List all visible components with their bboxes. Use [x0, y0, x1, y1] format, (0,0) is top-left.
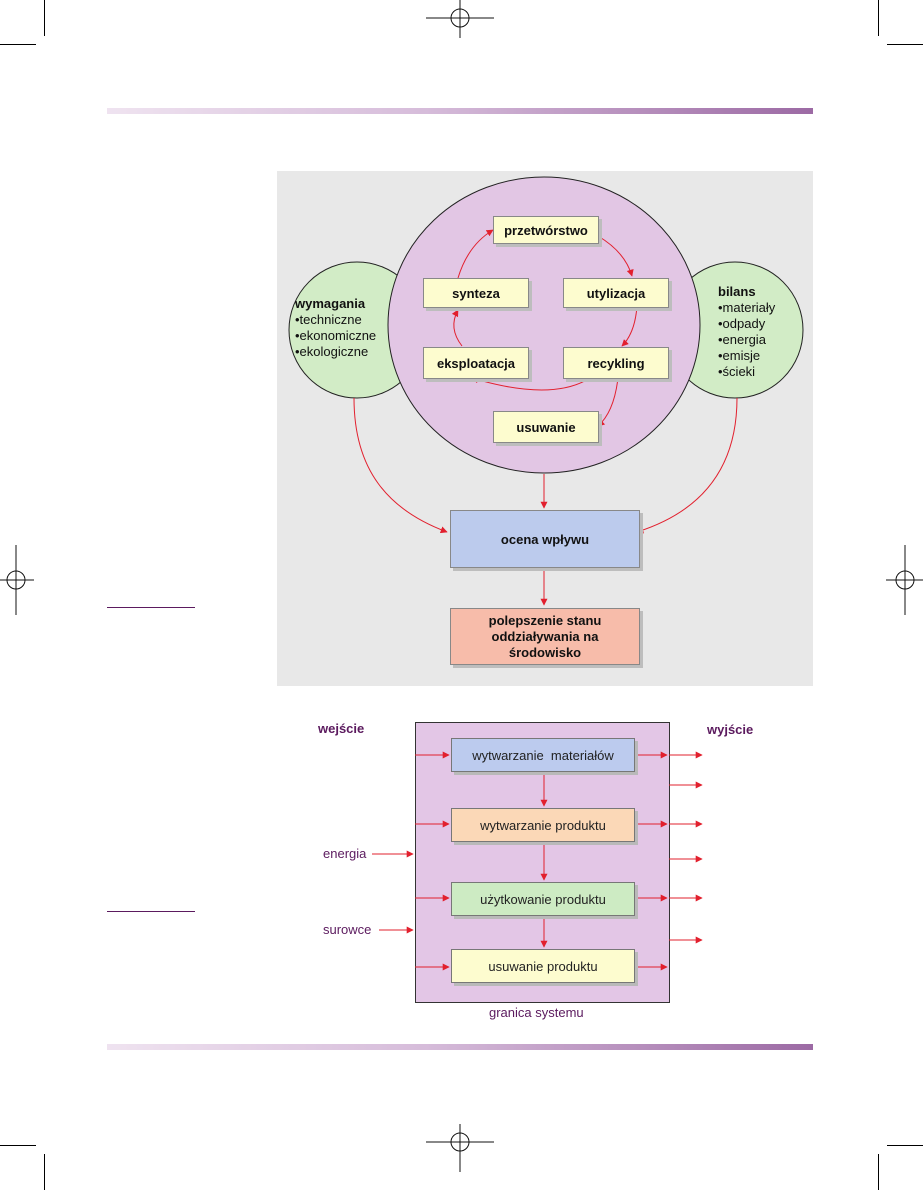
box-usuwanie: usuwanie — [493, 411, 599, 443]
crop-mark — [44, 1154, 45, 1190]
label-wejscie: wejście — [318, 721, 365, 736]
stage-uzytkowanie-produktu: użytkowanie produktu — [451, 882, 635, 916]
stage-wytwarzanie-materialow: wytwarzanie materiałów — [451, 738, 635, 772]
box-synteza: synteza — [423, 278, 529, 308]
margin-rule — [107, 607, 195, 608]
arrow-recykling-usuwanie — [597, 377, 619, 427]
box-ocena-wplywu: ocena wpływu — [450, 510, 640, 568]
label-surowce: surowce — [323, 922, 372, 937]
box-przetworstwo: przetwórstwo — [493, 216, 599, 244]
stage-usuwanie-produktu: usuwanie produktu — [451, 949, 635, 983]
crop-mark — [878, 1154, 879, 1190]
arrow-utylizacja-recykling — [621, 305, 638, 347]
arrow-eksploatacja-synteza — [451, 309, 463, 347]
crop-mark — [0, 1145, 36, 1146]
arrow-przetworstwo-utylizacja — [597, 235, 634, 277]
crop-mark — [887, 1145, 923, 1146]
polepszenie-line: środowisko — [508, 644, 582, 660]
header-band — [107, 108, 813, 114]
polepszenie-line: polepszenie stanu — [488, 612, 602, 628]
processes-circle — [387, 176, 701, 474]
bilans-item: •energia — [718, 332, 766, 347]
wymagania-title: wymagania — [295, 296, 366, 311]
wymagania-item: •techniczne — [295, 312, 362, 327]
label-energia: energia — [323, 846, 367, 861]
bilans-title: bilans — [718, 284, 756, 299]
wymagania-item: •ekologiczne — [295, 344, 369, 359]
crop-mark — [44, 0, 45, 36]
arrow-recykling-eksploatacja — [471, 376, 591, 391]
arrow-wymagania-ocena — [353, 397, 448, 534]
wymagania-list: wymagania •techniczne •ekonomiczne •ekol… — [295, 296, 376, 360]
bilans-list: bilans •materiały •odpady •energia •emis… — [718, 284, 775, 380]
box-eksploatacja: eksploatacja — [423, 347, 529, 379]
wymagania-item: •ekonomiczne — [295, 328, 377, 343]
stage-wytwarzanie-produktu: wytwarzanie produktu — [451, 808, 635, 842]
margin-rule — [107, 911, 195, 912]
box-polepszenie: polepszenie stanu oddziaływania na środo… — [450, 608, 640, 665]
crop-mark — [887, 44, 923, 45]
label-wyjscie: wyjście — [707, 722, 754, 737]
arrow-synteza-przetworstwo — [457, 229, 494, 279]
polepszenie-line: oddziaływania na — [491, 628, 599, 644]
box-recykling: recykling — [563, 347, 669, 379]
crop-mark — [878, 0, 879, 36]
crop-mark — [0, 44, 36, 45]
footer-band — [107, 1044, 813, 1050]
bilans-item: •emisje — [718, 348, 761, 363]
bilans-item: •ścieki — [718, 364, 756, 379]
label-granica-systemu: granica systemu — [489, 1005, 584, 1020]
arrow-bilans-ocena — [636, 397, 738, 534]
bilans-item: •materiały — [718, 300, 776, 315]
bilans-item: •odpady — [718, 316, 766, 331]
box-utylizacja: utylizacja — [563, 278, 669, 308]
